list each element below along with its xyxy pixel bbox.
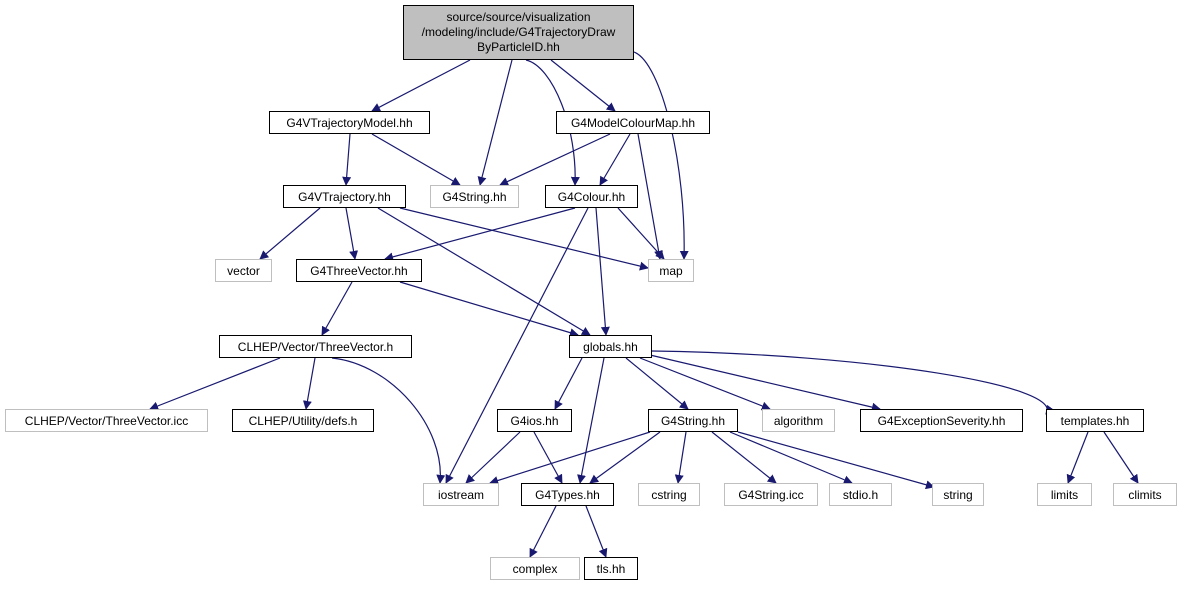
- edge-clhep-threevector-h-to-clhep-threevector-icc: [149, 357, 281, 411]
- edge-g4colour-to-g4threevector: [384, 207, 576, 262]
- node-tls[interactable]: tls.hh: [584, 557, 638, 580]
- node-globals[interactable]: globals.hh: [569, 335, 652, 358]
- node-g4exceptionseverity[interactable]: G4ExceptionSeverity.hh: [860, 409, 1023, 432]
- node-stdio: stdio.h: [829, 483, 892, 506]
- node-iostream: iostream: [423, 483, 499, 506]
- edge-globals-to-g4exceptionseverity: [649, 354, 881, 412]
- edge-g4modelcolourmap-to-g4string-top: [499, 133, 611, 186]
- root-file-label-line-3: ByParticleID.hh: [477, 40, 560, 54]
- node-cstring: cstring: [638, 483, 700, 506]
- edge-globals-to-g4string: [625, 357, 689, 410]
- edge-g4threevector-to-clhep-threevector-h: [321, 281, 353, 336]
- node-g4string-icc: G4String.icc: [724, 483, 818, 506]
- node-clhep-utility-defs[interactable]: CLHEP/Utility/defs.h: [232, 409, 374, 432]
- edge-g4vtrajectory-to-g4threevector: [345, 207, 359, 260]
- node-templates[interactable]: templates.hh: [1046, 409, 1144, 432]
- node-g4threevector[interactable]: G4ThreeVector.hh: [296, 259, 422, 282]
- edge-g4vtrajectory-to-globals: [377, 207, 591, 336]
- node-g4vtrajectorymodel[interactable]: G4VTrajectoryModel.hh: [269, 111, 430, 134]
- node-g4ios[interactable]: G4ios.hh: [497, 409, 572, 432]
- edge-g4vtrajectory-to-map: [399, 207, 649, 271]
- node-g4types[interactable]: G4Types.hh: [521, 483, 614, 506]
- edge-g4vtrajectorymodel-to-g4string-top: [371, 133, 461, 186]
- edge-g4vtrajectory-to-vector: [259, 207, 321, 260]
- edge-g4colour-to-globals: [595, 207, 610, 336]
- node-g4string-external: G4String.hh: [430, 185, 519, 208]
- node-limits: limits: [1037, 483, 1092, 506]
- edge-g4string-to-iostream: [489, 431, 651, 485]
- node-g4vtrajectory[interactable]: G4VTrajectory.hh: [283, 185, 406, 208]
- edge-globals-to-algorithm: [639, 357, 771, 411]
- node-complex: complex: [490, 557, 580, 580]
- root-file-label-line-2: /modeling/include/G4TrajectoryDraw: [421, 25, 616, 39]
- edge-g4modelcolourmap-to-g4colour: [599, 133, 631, 186]
- node-algorithm: algorithm: [762, 409, 835, 432]
- edge-g4vtrajectorymodel-to-g4vtrajectory: [342, 133, 352, 186]
- node-g4colour[interactable]: G4Colour.hh: [545, 185, 638, 208]
- edge-templates-to-limits: [1066, 431, 1089, 484]
- edge-g4colour-to-iostream: [445, 207, 589, 484]
- node-string: string: [932, 483, 984, 506]
- edge-g4types-to-tls: [585, 505, 608, 558]
- root-file-node: source/source/visualization /modeling/in…: [403, 5, 634, 60]
- edge-g4ios-to-g4types: [533, 431, 563, 484]
- edge-g4string-to-g4string-icc: [711, 431, 777, 484]
- root-file-label-line-1: source/source/visualization: [446, 10, 591, 24]
- edge-g4string-to-cstring: [674, 431, 687, 484]
- edge-templates-to-climits: [1103, 431, 1139, 484]
- edge-g4colour-to-map: [617, 207, 665, 260]
- edge-root-to-g4modelcolourmap: [550, 59, 616, 112]
- edge-g4string-to-g4types: [589, 431, 661, 484]
- edge-root-to-g4string-top: [477, 59, 513, 186]
- node-vector: vector: [215, 259, 272, 282]
- edge-g4modelcolourmap-to-map: [637, 133, 664, 260]
- edge-clhep-threevector-h-to-iostream: [331, 357, 446, 484]
- node-g4string[interactable]: G4String.hh: [648, 409, 738, 432]
- node-climits: climits: [1113, 483, 1177, 506]
- edge-globals-to-templates: [651, 350, 1055, 415]
- edge-root-to-g4vtrajectorymodel: [371, 59, 471, 112]
- edge-globals-to-g4ios: [554, 357, 583, 410]
- edge-g4types-to-complex: [529, 505, 557, 558]
- edge-g4string-to-stdio: [729, 431, 853, 485]
- edge-clhep-threevector-h-to-clhep-defs: [302, 357, 316, 410]
- edge-root-to-g4colour: [525, 59, 580, 186]
- edge-g4ios-to-iostream: [465, 431, 521, 484]
- node-clhep-threevector-icc: CLHEP/Vector/ThreeVector.icc: [5, 409, 208, 432]
- node-map: map: [648, 259, 694, 282]
- edge-g4threevector-to-globals: [399, 281, 579, 338]
- node-clhep-threevector-h[interactable]: CLHEP/Vector/ThreeVector.h: [219, 335, 412, 358]
- node-g4modelcolourmap[interactable]: G4ModelColourMap.hh: [556, 111, 710, 134]
- edge-g4string-to-string: [737, 431, 935, 490]
- edge-globals-to-g4types: [577, 357, 605, 484]
